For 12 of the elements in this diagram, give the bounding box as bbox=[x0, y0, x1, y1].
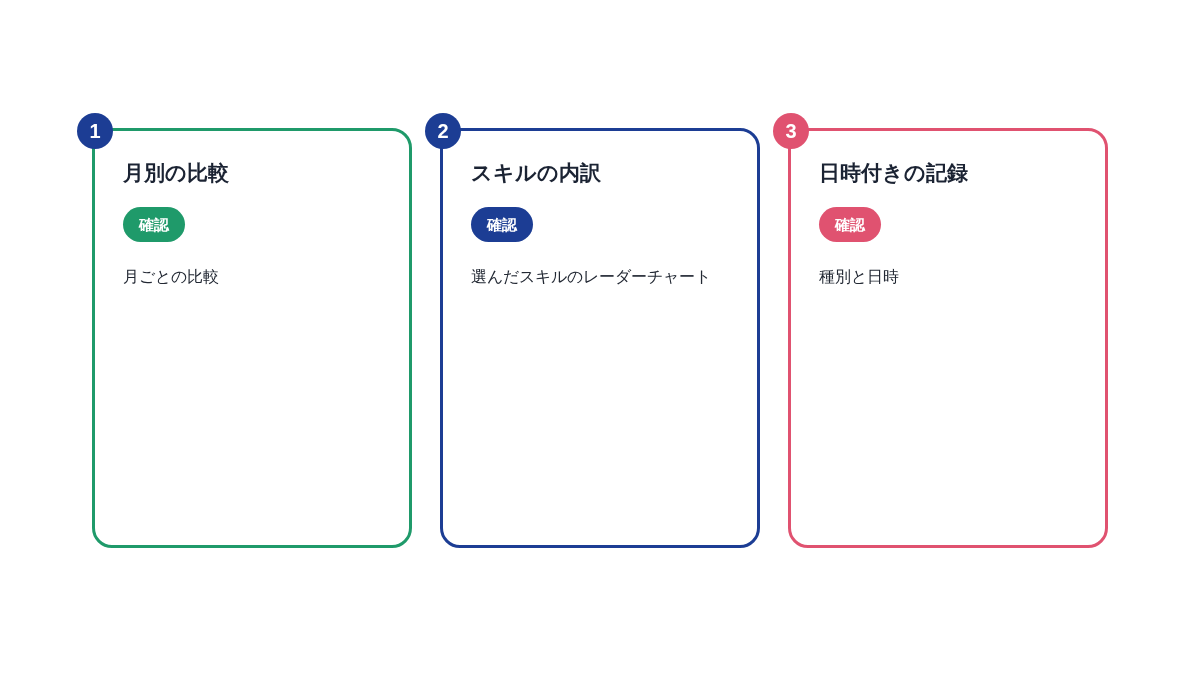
card-title: 月別の比較 bbox=[123, 161, 229, 185]
card-description: 選んだスキルのレーダーチャート bbox=[471, 267, 711, 287]
step-number-badge: 1 bbox=[77, 113, 113, 149]
card-title: 日時付きの記録 bbox=[819, 161, 968, 185]
step-number-badge: 2 bbox=[425, 113, 461, 149]
status-pill: 確認 bbox=[819, 207, 881, 242]
card-description: 月ごとの比較 bbox=[123, 267, 219, 287]
step-number-badge: 3 bbox=[773, 113, 809, 149]
card-title: スキルの内訳 bbox=[471, 161, 601, 185]
status-pill: 確認 bbox=[123, 207, 185, 242]
status-pill: 確認 bbox=[471, 207, 533, 242]
card-description: 種別と日時 bbox=[819, 267, 899, 287]
